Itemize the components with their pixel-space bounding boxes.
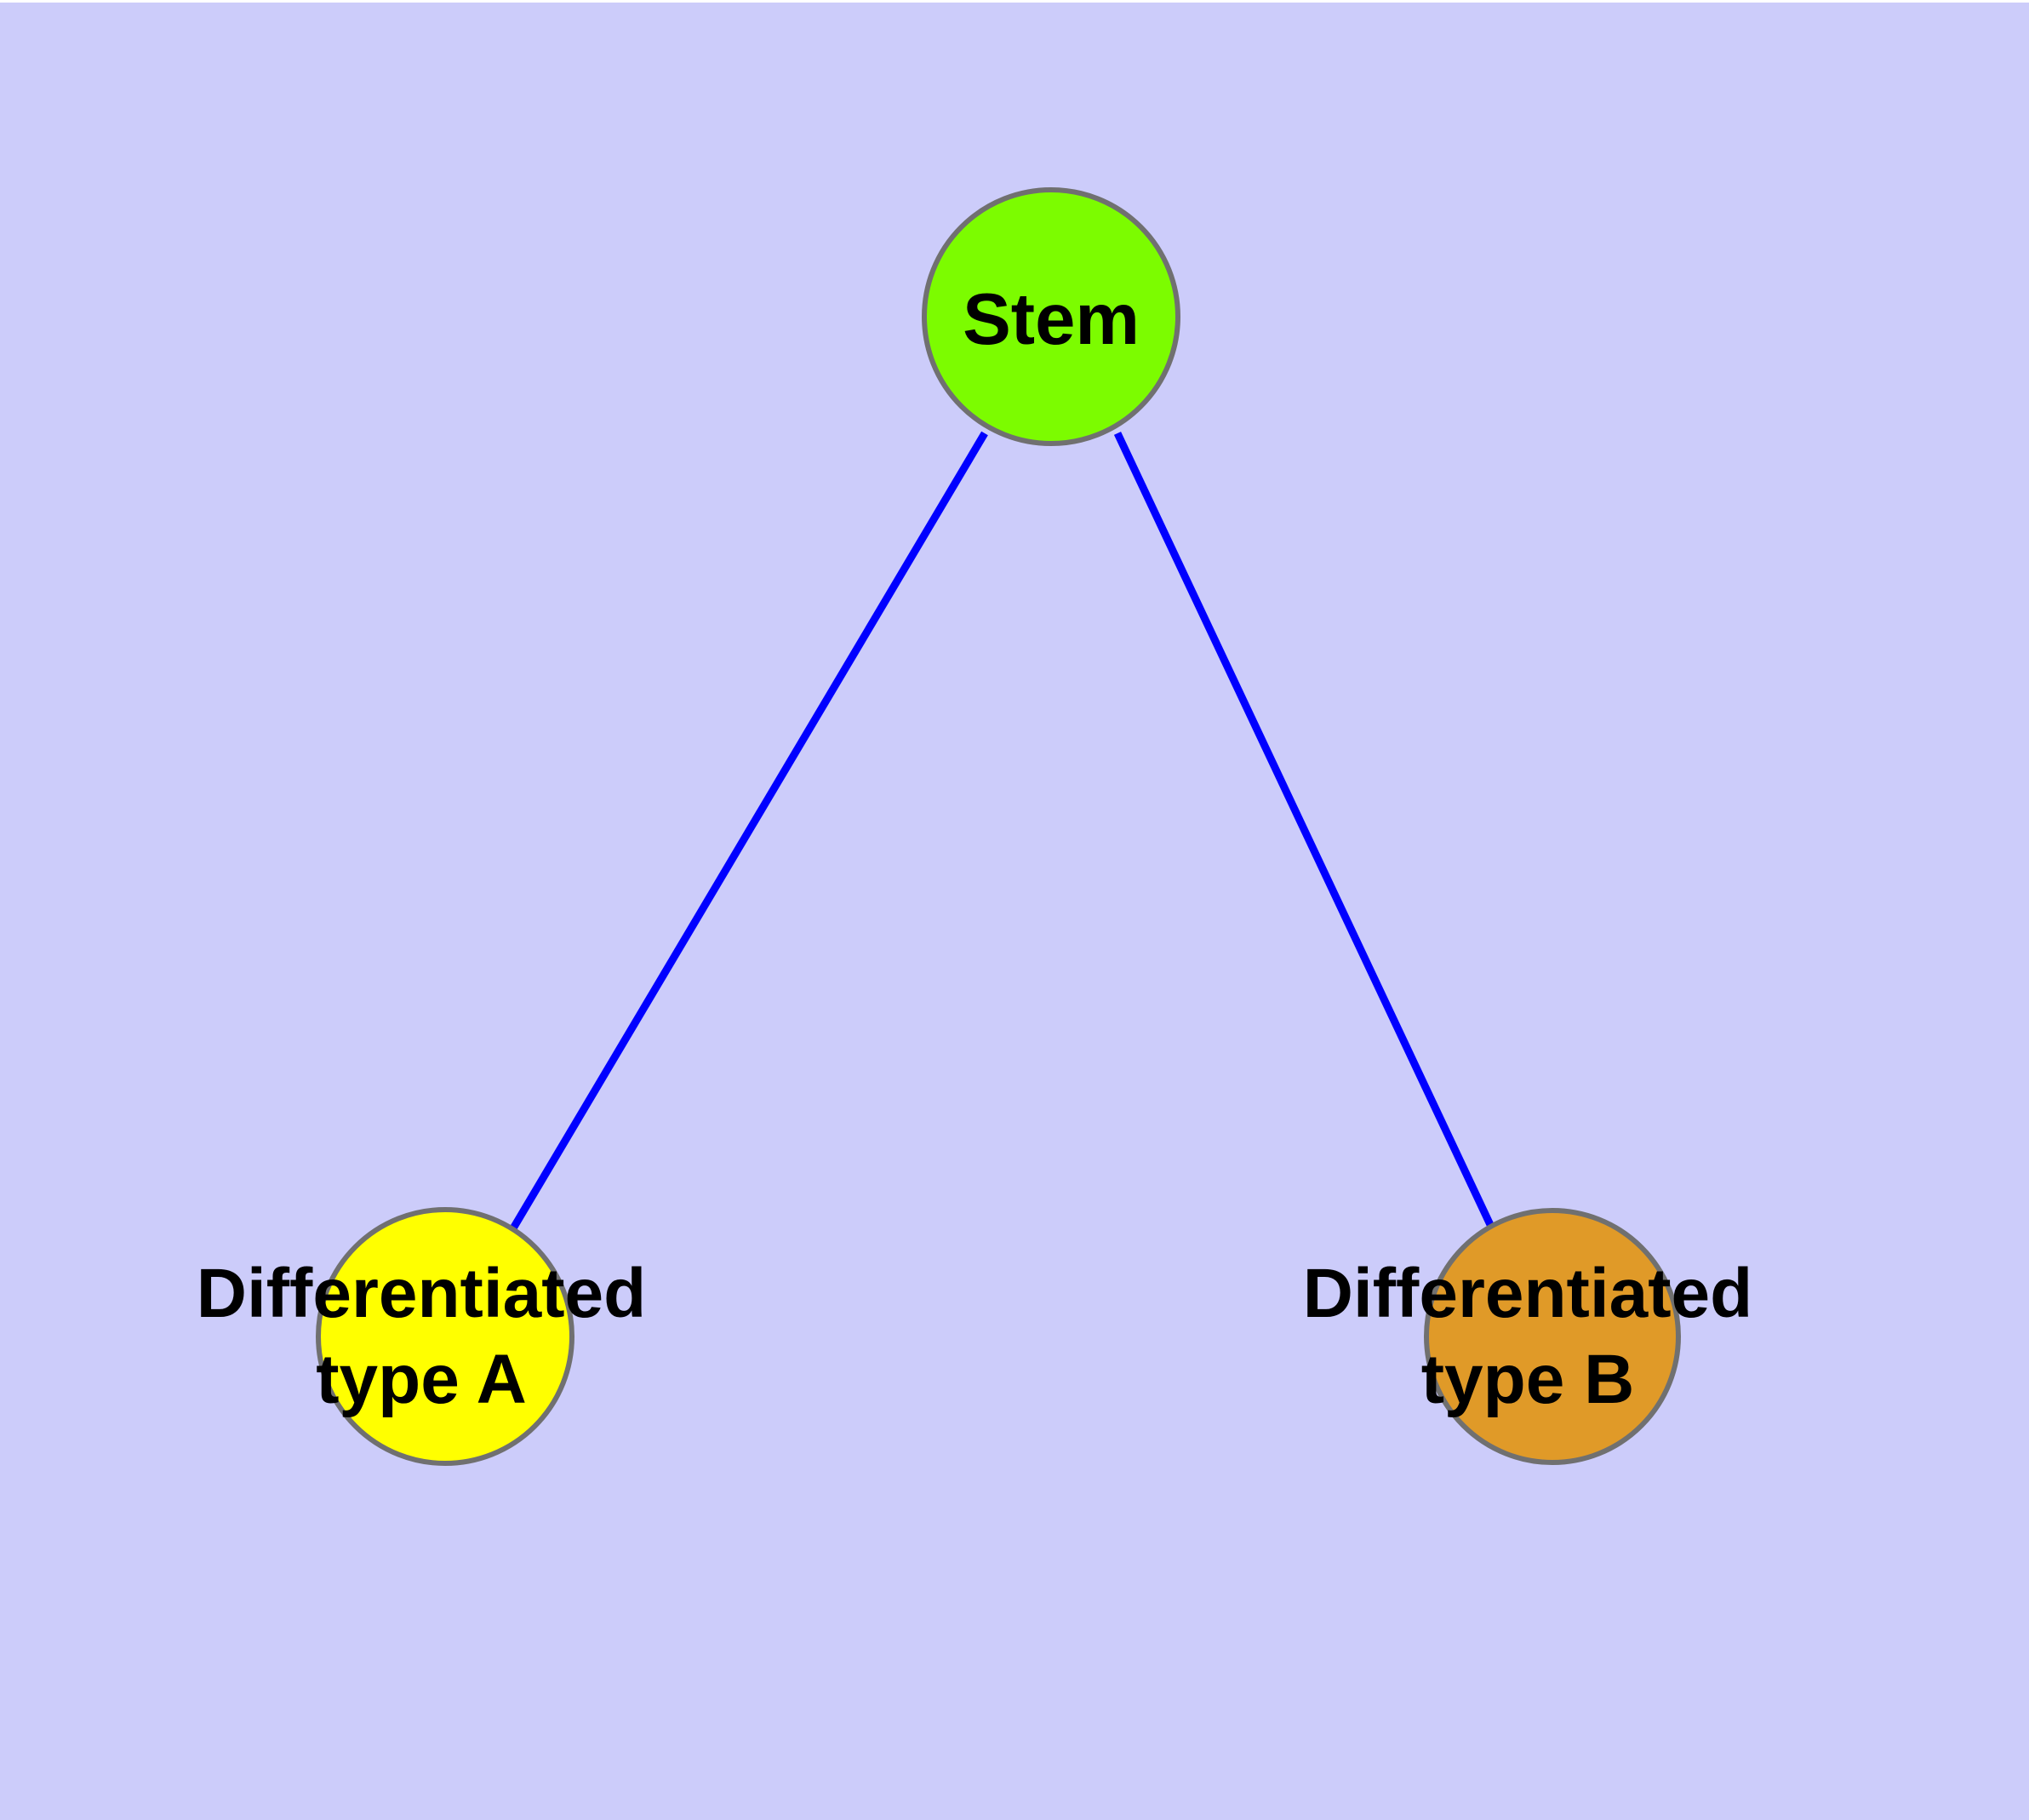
- edge-layer: [507, 431, 1496, 1235]
- edge-stem-to-differentiated-type-b[interactable]: [1113, 432, 1496, 1230]
- node-label-differentiated-type-a-line2: type A: [316, 1341, 527, 1418]
- node-label-differentiated-type-b-line1: Differentiated: [1303, 1255, 1753, 1332]
- node-label-layer: Stem Differentiated type A Differentiate…: [197, 279, 1753, 1418]
- node-stem[interactable]: [922, 187, 1180, 446]
- node-label-differentiated-type-b-line2: type B: [1421, 1341, 1635, 1418]
- node-label-stem: Stem: [963, 279, 1140, 360]
- node-layer: [316, 187, 1681, 1466]
- edge-stem-to-differentiated-type-a[interactable]: [507, 431, 988, 1235]
- node-differentiated-type-a[interactable]: [316, 1207, 574, 1466]
- node-label-differentiated-type-a-line1: Differentiated: [197, 1255, 647, 1332]
- node-differentiated-type-b[interactable]: [1424, 1208, 1681, 1465]
